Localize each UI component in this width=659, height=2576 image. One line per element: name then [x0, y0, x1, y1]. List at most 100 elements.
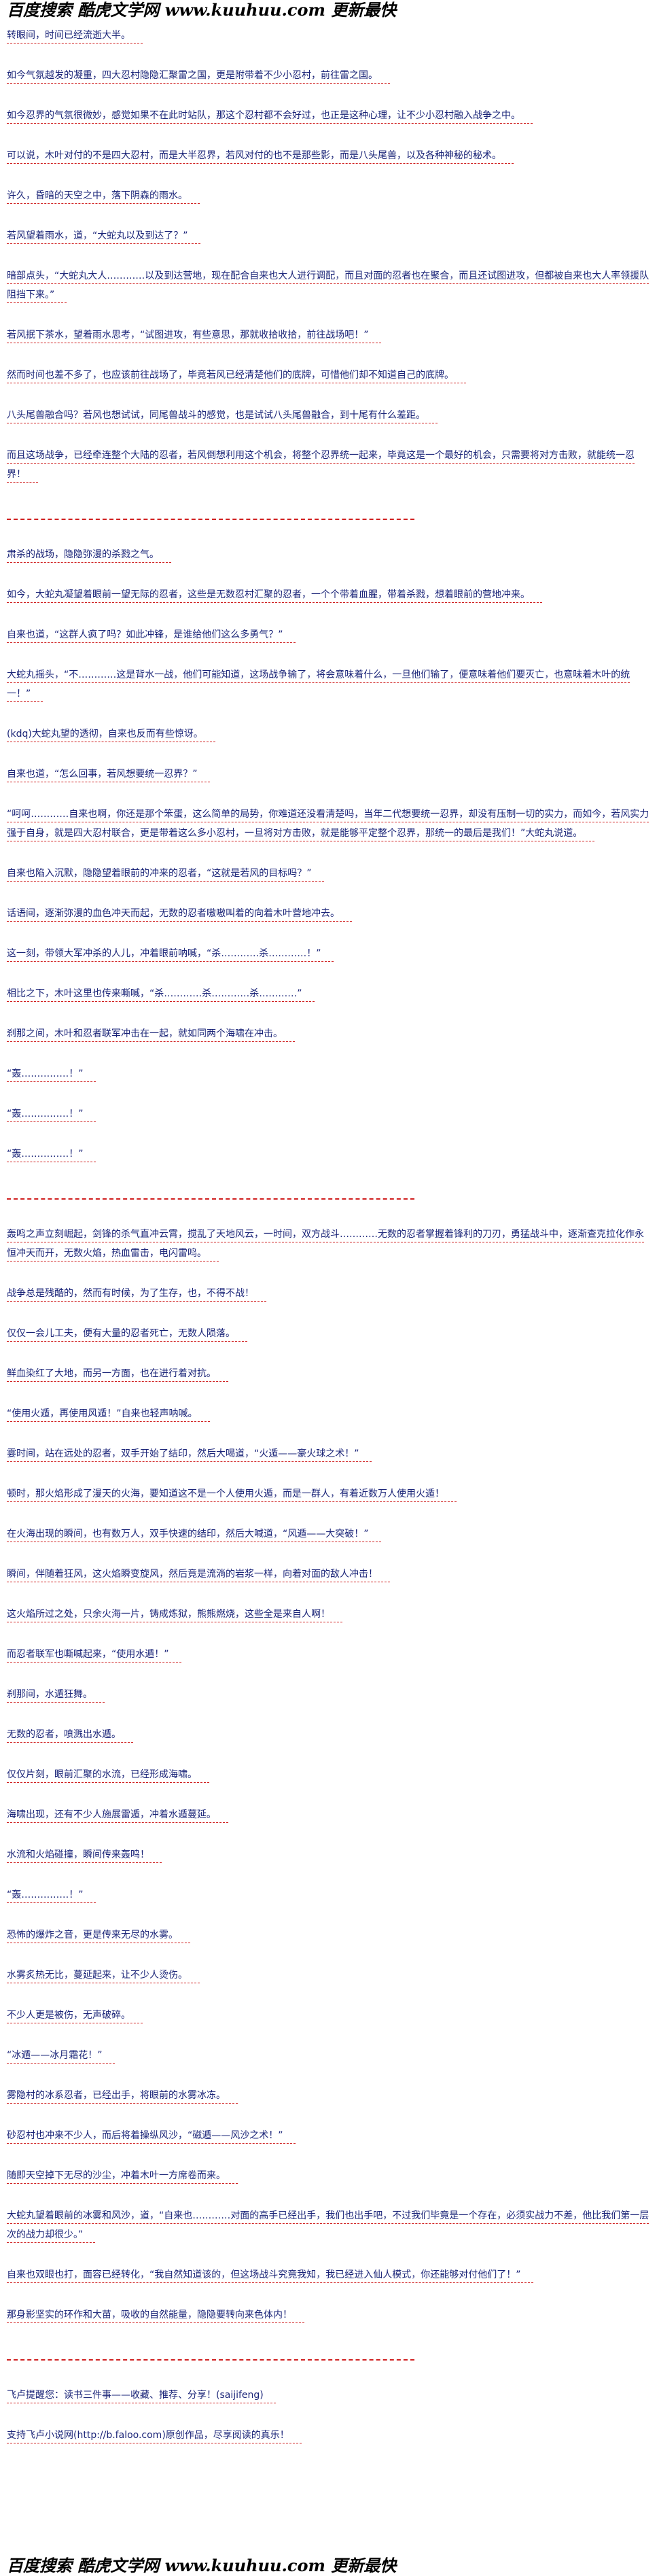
paragraph: 许久，昏暗的天空之中，落下阴森的雨水。	[7, 186, 652, 205]
paragraph: 仅仅一会儿工夫，便有大量的忍者死亡，无数人陨落。	[7, 1324, 652, 1343]
afterword-support: 支持飞卢小说网(http://b.faloo.com)原创作品，尽享阅读的真乐！	[7, 2426, 652, 2445]
paragraph-text: 肃杀的战场，隐隐弥漫的杀戮之气。	[7, 549, 171, 563]
paragraph-text: 自来也双眼也打，面容已经转化，“我自然知道该的，但这场战斗究竟我知，我已经进入仙…	[7, 2269, 533, 2283]
paragraph-text: 霎时间，站在远处的忍者，双手开始了结印，然后大喝道，“火遁——豪火球之术！”	[7, 1448, 372, 1462]
paragraph-text: 而且这场战争，已经牵连整个大陆的忍者，若风倒想利用这个机会，将整个忍界统一起来，…	[7, 450, 635, 483]
paragraph-text: 海啸出现，还有不少人施展雷遁，冲着水遁蔓延。	[7, 1809, 228, 1823]
paragraph: 若风抿下茶水，望着雨水思考，“试图进攻，有些意思，那就收拾收拾，前往战场吧！”	[7, 326, 652, 345]
paragraph: 如今气氛越发的凝重，四大忍村隐隐汇聚雷之国，更是附带着不少小忍村，前往雷之国。	[7, 66, 652, 85]
paragraph: 这一刻，带领大军冲杀的人儿，冲着眼前呐喊，“杀…………杀…………！”	[7, 944, 652, 963]
paragraph: 随即天空掉下无尽的沙尘，冲着木叶一方席卷而来。	[7, 2166, 652, 2185]
paragraph-text: 刹那间，水遁狂舞。	[7, 1689, 105, 1703]
paragraph-text: 那身影坚实的环作和大苗，吸收的自然能量，隐隐要转向来色体内！	[7, 2310, 304, 2323]
paragraph: 自来也道，“怎么回事，若风想要统一忍界？”	[7, 765, 652, 784]
paragraph: “使用火遁，再使用风遁！”自来也轻声呐喊。	[7, 1404, 652, 1423]
paragraph: 如今忍界的气氛很微妙，感觉如果不在此时站队，那这个忍村都不会好过，也正是这种心理…	[7, 106, 652, 125]
paragraph: 战争总是残酷的，然而有时候，为了生存，也，不得不战！	[7, 1284, 652, 1303]
paragraph-text: 在火海出现的瞬间，也有数万人，双手快速的结印，然后大喊道，“风遁——大突破！”	[7, 1529, 381, 1542]
paragraph: 这火焰所过之处，只余火海一片，铸成炼狱，熊熊燃烧，这些全是来自人啊！	[7, 1605, 652, 1624]
paragraph: 鲜血染红了大地，而另一方面，也在进行着对抗。	[7, 1364, 652, 1383]
paragraph: 轰鸣之声立刻崛起，剑锋的杀气直冲云霄，搅乱了天地风云，一时间，双方战斗…………无…	[7, 1225, 652, 1263]
paragraph: “轰……………！”	[7, 1104, 652, 1124]
paragraph: 可以说，木叶对付的不是四大忍村，而是大半忍界，若风对付的也不是那些影，而是八头尾…	[7, 146, 652, 165]
paragraph: 那身影坚实的环作和大苗，吸收的自然能量，隐隐要转向来色体内！	[7, 2305, 652, 2325]
paragraph: 不少人更是被伤，无声破碎。	[7, 2006, 652, 2025]
paragraph-text: 如今，大蛇丸凝望着眼前一望无际的忍者，这些是无数忍村汇聚的忍者，一个个带着血腥，…	[7, 589, 542, 603]
paragraph-text: 鲜血染红了大地，而另一方面，也在进行着对抗。	[7, 1368, 228, 1382]
paragraph-text: 许久，昏暗的天空之中，落下阴森的雨水。	[7, 190, 200, 204]
paragraph-text: 支持飞卢小说网(http://b.faloo.com)原创作品，尽享阅读的真乐！	[7, 2430, 302, 2443]
paragraph-text: 轰鸣之声立刻崛起，剑锋的杀气直冲云霄，搅乱了天地风云，一时间，双方战斗…………无…	[7, 1229, 644, 1261]
paragraph: 自来也道，“这群人疯了吗？如此冲锋，是谁给他们这么多勇气？”	[7, 625, 652, 644]
paragraph-text: 不少人更是被伤，无声破碎。	[7, 2010, 143, 2023]
paragraph: 自来也双眼也打，面容已经转化，“我自然知道该的，但这场战斗究竟我知，我已经进入仙…	[7, 2265, 652, 2284]
paragraph-text: 自来也道，“怎么回事，若风想要统一忍界？”	[7, 769, 210, 782]
paragraph-text: 雾隐村的冰系忍者，已经出手，将眼前的水雾冰冻。	[7, 2090, 238, 2104]
paragraph-text: 自来也道，“这群人疯了吗？如此冲锋，是谁给他们这么多勇气？”	[7, 629, 296, 643]
paragraph: “轰……………！”	[7, 1145, 652, 1164]
paragraph-text: 这一刻，带领大军冲杀的人儿，冲着眼前呐喊，“杀…………杀…………！”	[7, 948, 334, 962]
paragraph-text: “轰……………！”	[7, 1149, 96, 1162]
paragraph: 话语间，逐渐弥漫的血色冲天而起，无数的忍者嗷嗷叫着的向着木叶营地冲去。	[7, 904, 652, 923]
paragraph-text: “呵呵…………自来也啊，你还是那个笨蛋，这么简单的局势，你难道还没看清楚吗，当年…	[7, 809, 649, 841]
site-banner-top: 百度搜索 酷虎文学网 www.kuuhuu.com 更新最快	[7, 0, 397, 20]
paragraph-text: 自来也陷入沉默，隐隐望着眼前的冲来的忍者，“这就是若风的目标吗？”	[7, 868, 324, 882]
paragraph-text: 若风抿下茶水，望着雨水思考，“试图进攻，有些意思，那就收拾收拾，前往战场吧！”	[7, 330, 381, 343]
paragraph: 而忍者联军也嘶喊起来，“使用水遁！”	[7, 1645, 652, 1664]
paragraph: 自来也陷入沉默，隐隐望着眼前的冲来的忍者，“这就是若风的目标吗？”	[7, 864, 652, 883]
paragraph: 顿时，那火焰形成了漫天的火海，要知道这不是一个人使用火遁，而是一群人，有着近数万…	[7, 1484, 652, 1503]
paragraph-text: 仅仅片刻，眼前汇聚的水流，已经形成海啸。	[7, 1769, 209, 1783]
paragraph-text: 可以说，木叶对付的不是四大忍村，而是大半忍界，若风对付的也不是那些影，而是八头尾…	[7, 150, 514, 164]
separator-line	[7, 505, 414, 520]
paragraph: 八头尾兽融合吗？若风也想试试，同尾兽战斗的感觉，也是试试八头尾兽融合，到十尾有什…	[7, 406, 652, 425]
paragraph-text: “轰……………！”	[7, 1068, 96, 1082]
paragraph: 然而时间也差不多了，也应该前往战场了，毕竟若风已经清楚他们的底牌，可惜他们却不知…	[7, 366, 652, 385]
chapter-content: 转眼间，时间已经流逝大半。 如今气氛越发的凝重，四大忍村隐隐汇聚雷之国，更是附带…	[0, 20, 659, 2445]
paragraph-text: 顿时，那火焰形成了漫天的火海，要知道这不是一个人使用火遁，而是一群人，有着近数万…	[7, 1489, 457, 1502]
paragraph-text: 相比之下，木叶这里也传来嘶喊，“杀…………杀…………杀…………”	[7, 988, 315, 1002]
paragraph: 刹那之间，木叶和忍者联军冲击在一起，就如同两个海啸在冲击。	[7, 1024, 652, 1043]
paragraph-text: 战争总是残酷的，然而有时候，为了生存，也，不得不战！	[7, 1288, 266, 1302]
paragraph-text: 无数的忍者，喷溅出水遁。	[7, 1729, 133, 1743]
paragraph-text: (kdq)大蛇丸望的透彻，自来也反而有些惊讶。	[7, 729, 215, 742]
paragraph: 霎时间，站在远处的忍者，双手开始了结印，然后大喝道，“火遁——豪火球之术！”	[7, 1444, 652, 1463]
paragraph: “呵呵…………自来也啊，你还是那个笨蛋，这么简单的局势，你难道还没看清楚吗，当年…	[7, 805, 652, 843]
paragraph-text: “使用火遁，再使用风遁！”自来也轻声呐喊。	[7, 1408, 210, 1422]
paragraph: 水流和火焰碰撞，瞬间传来轰鸣！	[7, 1845, 652, 1864]
paragraph-text: 暗部点头，“大蛇丸大人…………以及到达营地，现在配合自来也大人进行调配，而且对面…	[7, 271, 649, 303]
paragraph: 砂忍村也冲来不少人，而后将着操纵风沙，“磁遁——风沙之术！”	[7, 2126, 652, 2145]
paragraph: 肃杀的战场，隐隐弥漫的杀戮之气。	[7, 545, 652, 564]
paragraph-text: “轰……………！”	[7, 1890, 96, 1903]
paragraph-text: 大蛇丸望着眼前的冰雾和风沙，道，“自来也…………对面的高手已经出手，我们也出手吧…	[7, 2210, 649, 2243]
paragraph: 雾隐村的冰系忍者，已经出手，将眼前的水雾冰冻。	[7, 2086, 652, 2105]
paragraph: 而且这场战争，已经牵连整个大陆的忍者，若风倒想利用这个机会，将整个忍界统一起来，…	[7, 446, 652, 484]
paragraph: 相比之下，木叶这里也传来嘶喊，“杀…………杀…………杀…………”	[7, 984, 652, 1003]
paragraph-text: 瞬间，伴随着狂风，这火焰瞬变旋风，然后竟是流淌的岩浆一样，向着对面的敌人冲击！	[7, 1569, 390, 1582]
paragraph-text: 如今气氛越发的凝重，四大忍村隐隐汇聚雷之国，更是附带着不少小忍村，前往雷之国。	[7, 70, 390, 84]
paragraph: 若风望着雨水，道，“大蛇丸以及到达了？”	[7, 226, 652, 245]
paragraph: (kdq)大蛇丸望的透彻，自来也反而有些惊讶。	[7, 725, 652, 744]
paragraph: 在火海出现的瞬间，也有数万人，双手快速的结印，然后大喊道，“风遁——大突破！”	[7, 1525, 652, 1544]
paragraph-text: 水流和火焰碰撞，瞬间传来轰鸣！	[7, 1849, 162, 1863]
paragraph: “轰……………！”	[7, 1885, 652, 1904]
paragraph-text: 八头尾兽融合吗？若风也想试试，同尾兽战斗的感觉，也是试试八头尾兽融合，到十尾有什…	[7, 410, 438, 423]
paragraph: 无数的忍者，喷溅出水遁。	[7, 1725, 652, 1744]
paragraph: 仅仅片刻，眼前汇聚的水流，已经形成海啸。	[7, 1765, 652, 1784]
paragraph-text: 刹那之间，木叶和忍者联军冲击在一起，就如同两个海啸在冲击。	[7, 1028, 295, 1042]
paragraph-text: 随即天空掉下无尽的沙尘，冲着木叶一方席卷而来。	[7, 2170, 238, 2184]
paragraph-text: “轰……………！”	[7, 1109, 96, 1122]
paragraph-text: 大蛇丸摇头，“不…………这是背水一战，他们可能知道，这场战争输了，将会意味着什么…	[7, 669, 630, 702]
paragraph: “轰……………！”	[7, 1064, 652, 1083]
paragraph: 海啸出现，还有不少人施展雷遁，冲着水遁蔓延。	[7, 1805, 652, 1824]
paragraph: 瞬间，伴随着狂风，这火焰瞬变旋风，然后竟是流淌的岩浆一样，向着对面的敌人冲击！	[7, 1565, 652, 1584]
site-banner-bottom: 百度搜索 酷虎文学网 www.kuuhuu.com 更新最快	[7, 2556, 397, 2575]
paragraph: 暗部点头，“大蛇丸大人…………以及到达营地，现在配合自来也大人进行调配，而且对面…	[7, 266, 652, 304]
paragraph: 大蛇丸摇头，“不…………这是背水一战，他们可能知道，这场战争输了，将会意味着什么…	[7, 665, 652, 703]
paragraph-text: 话语间，逐渐弥漫的血色冲天而起，无数的忍者嗷嗷叫着的向着木叶营地冲去。	[7, 908, 352, 922]
afterword-reminder: 飞卢提醒您：读书三件事——收藏、推荐、分享！(saijifeng)	[7, 2386, 652, 2405]
paragraph-text: 这火焰所过之处，只余火海一片，铸成炼狱，熊熊燃烧，这些全是来自人啊！	[7, 1609, 342, 1622]
paragraph-text: 水雾炙热无比，蔓延起来，让不少人烫伤。	[7, 1970, 200, 1983]
paragraph-text: 若风望着雨水，道，“大蛇丸以及到达了？”	[7, 230, 200, 244]
paragraph-text: 恐怖的爆炸之音，更是传来无尽的水雾。	[7, 1930, 190, 1943]
